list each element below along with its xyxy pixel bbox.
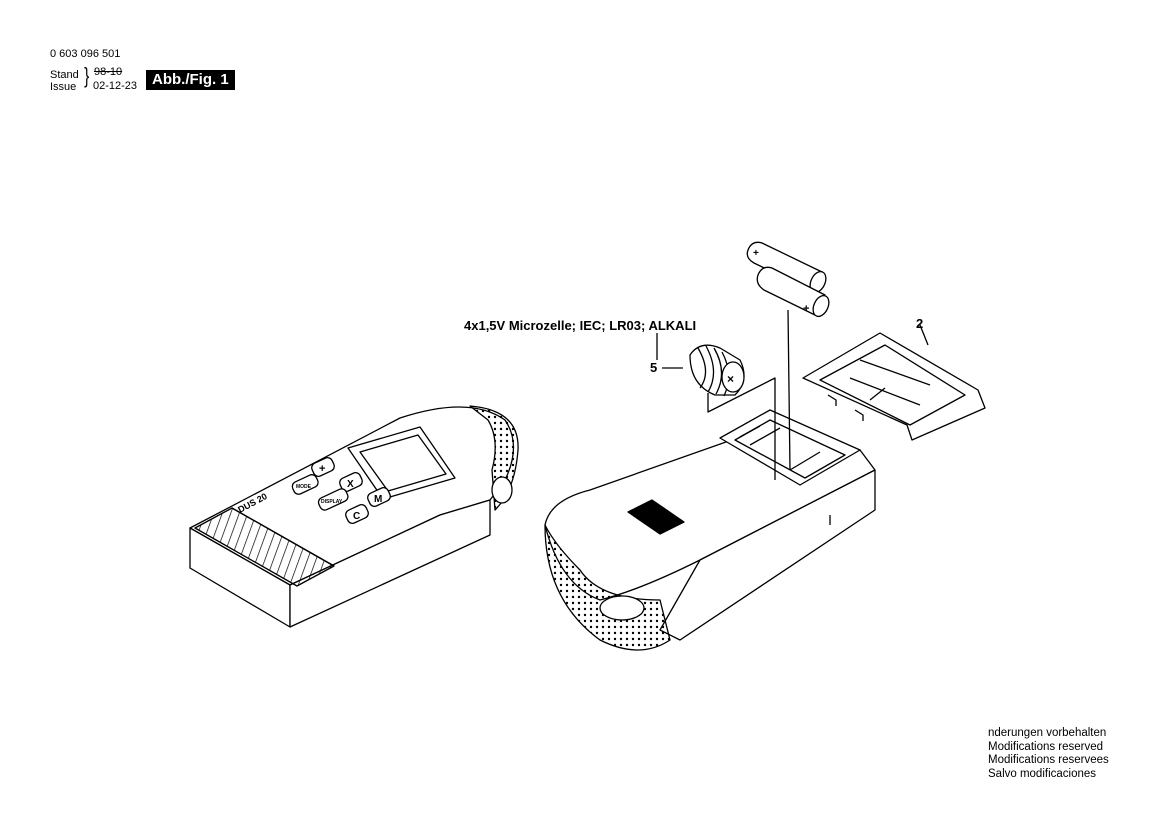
sensor-icon xyxy=(599,595,645,621)
aaa-batteries: + + xyxy=(746,241,830,471)
left-device: DUS 20 + MODE X DISPLAY M C xyxy=(189,405,519,628)
sensor-icon xyxy=(491,476,513,504)
key-x-label: X xyxy=(347,479,354,490)
key-m-label: M xyxy=(374,494,382,505)
key-mode-label: MODE xyxy=(296,484,312,490)
key-c-label: C xyxy=(353,511,360,522)
display-key-icon xyxy=(317,488,349,511)
speaker-grille-icon xyxy=(544,524,671,651)
key-plus-label: + xyxy=(319,463,325,475)
part-number: 0 603 096 501 xyxy=(50,48,121,60)
sensor-window-icon xyxy=(627,499,685,535)
note-line: Modifications reserved xyxy=(988,740,1104,753)
plus-icon: + xyxy=(753,248,759,259)
modifications-notes: nderungen vorbehalten Modifications rese… xyxy=(988,727,1109,781)
issue-label: Issue xyxy=(50,81,77,93)
x-key-icon xyxy=(339,472,363,492)
stand-label: Stand xyxy=(50,69,79,81)
note-line: Salvo modificaciones xyxy=(988,767,1097,780)
plus-icon: + xyxy=(803,303,809,315)
c-key-icon xyxy=(345,504,369,524)
note-line: nderungen vorbehalten xyxy=(988,727,1107,739)
brace-icon: } xyxy=(84,63,90,88)
note-line: Modifications reservees xyxy=(988,754,1109,766)
keypad: + MODE X DISPLAY M C xyxy=(291,457,391,524)
figure-label: Abb./Fig. 1 xyxy=(146,70,235,90)
stand-date: 98-10 xyxy=(94,66,123,78)
item-5-label: 5 xyxy=(650,360,658,375)
m-key-icon xyxy=(367,487,391,507)
right-device xyxy=(544,409,876,651)
mode-key-icon xyxy=(291,474,319,495)
key-display-label: DISPLAY xyxy=(321,499,343,505)
battery-pack: × xyxy=(656,333,776,480)
battery-spec-label: 4x1,5V Microzelle; IEC; LR03; ALKALI xyxy=(464,318,697,333)
issue-date: 02-12-23 xyxy=(93,80,138,92)
plus-key-icon xyxy=(311,457,335,477)
plus-icon: × xyxy=(727,372,734,386)
item-2-label: 2 xyxy=(916,316,924,331)
battery-cover xyxy=(802,324,986,441)
